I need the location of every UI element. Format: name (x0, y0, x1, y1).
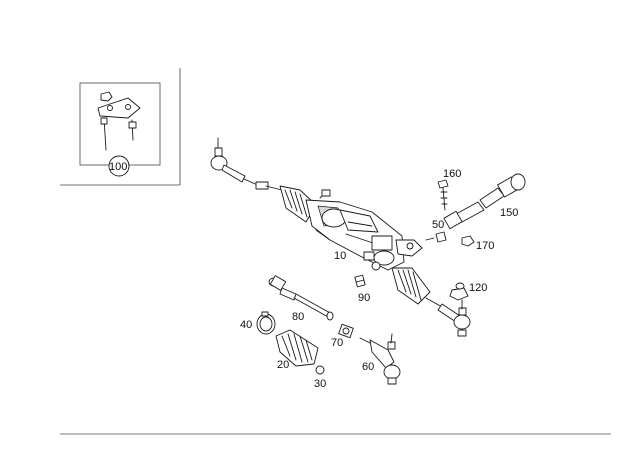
callout-120: 120 (469, 282, 487, 294)
callout-100-circle (108, 155, 130, 177)
steering-gear-housing (305, 189, 423, 271)
callout-20: 20 (277, 359, 289, 371)
callout-100: 100 (109, 161, 127, 173)
callout-10: 10 (334, 250, 346, 262)
callout-60: 60 (362, 361, 374, 373)
clip-30 (315, 365, 325, 375)
mounting-bracket-kit (97, 91, 141, 151)
right-rack-bellow (391, 267, 431, 305)
callout-80: 80 (292, 311, 304, 323)
inner-tie-rod (268, 275, 334, 321)
bolt-160 (437, 179, 449, 211)
nut-170 (461, 235, 475, 247)
callout-50: 50 (432, 219, 444, 231)
left-tie-rod-end (210, 137, 283, 191)
left-rack-bellow (279, 185, 317, 223)
clamp-ring-40 (256, 311, 276, 335)
bushing-70 (338, 323, 354, 339)
right-tie-rod-end (425, 297, 471, 337)
callout-70: 70 (331, 337, 343, 349)
rack-boot-20 (275, 329, 319, 367)
outer-tie-rod-end-60 (359, 333, 401, 385)
intermediate-shaft (443, 173, 526, 230)
callout-150: 150 (500, 207, 518, 219)
callout-170: 170 (476, 240, 494, 252)
bracket-90 (354, 274, 366, 288)
callout-30: 30 (314, 378, 326, 390)
callout-90: 90 (358, 292, 370, 304)
callout-40: 40 (240, 319, 252, 331)
nut-120 (449, 282, 469, 301)
callout-160: 160 (443, 168, 461, 180)
clip-50 (425, 231, 447, 243)
